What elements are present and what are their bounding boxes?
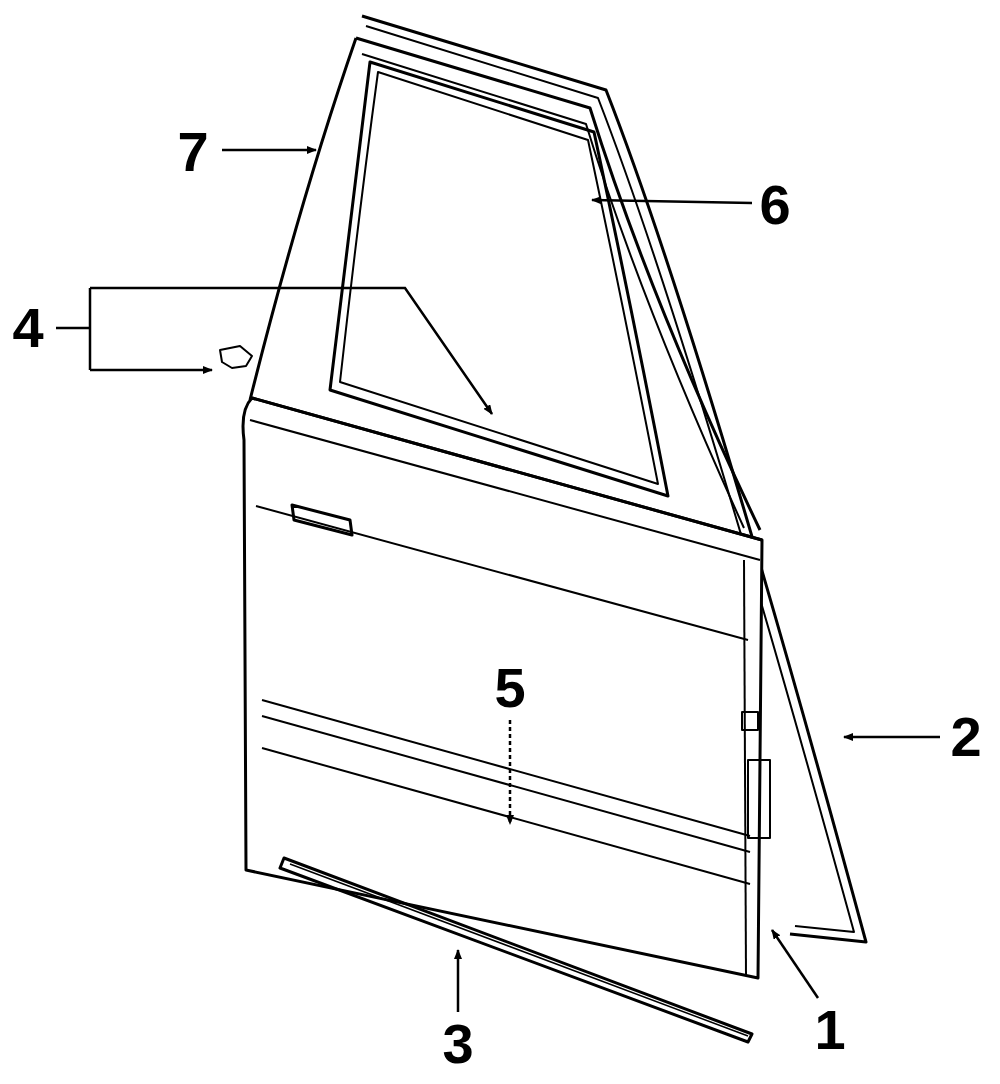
callout-number: 4 bbox=[12, 300, 43, 356]
belt-line-lower bbox=[250, 420, 760, 560]
body-crease bbox=[262, 716, 750, 852]
leader-line bbox=[844, 736, 940, 739]
callout-number: 5 bbox=[494, 660, 525, 716]
callout-number: 6 bbox=[759, 177, 790, 233]
clip bbox=[220, 346, 252, 368]
callout-number: 2 bbox=[950, 709, 981, 765]
glass-run-channel bbox=[340, 72, 658, 484]
leader-line bbox=[772, 930, 818, 998]
door-end-edge bbox=[744, 560, 746, 975]
molding bbox=[280, 858, 752, 1042]
callout-number: 7 bbox=[177, 124, 208, 180]
molding-line bbox=[290, 864, 748, 1036]
leader-line bbox=[90, 369, 212, 372]
window-glass bbox=[330, 62, 668, 496]
leader-line bbox=[592, 200, 752, 203]
inside-handle bbox=[292, 505, 352, 535]
leader-lines bbox=[56, 150, 940, 1012]
latch-hole bbox=[742, 712, 758, 730]
frame-front-outer bbox=[250, 38, 356, 400]
door-drawing bbox=[220, 16, 866, 1042]
body-crease bbox=[256, 506, 748, 640]
body-crease bbox=[262, 748, 750, 884]
callout-number: 3 bbox=[442, 1016, 473, 1072]
door-shell bbox=[243, 398, 762, 978]
leader-line bbox=[509, 720, 512, 824]
leader-line bbox=[457, 950, 460, 1012]
belt-line bbox=[252, 398, 762, 540]
callout-number: 1 bbox=[814, 1002, 845, 1058]
latch-plate bbox=[748, 760, 770, 838]
leader-line bbox=[222, 149, 316, 152]
bracket-leader bbox=[56, 288, 492, 414]
